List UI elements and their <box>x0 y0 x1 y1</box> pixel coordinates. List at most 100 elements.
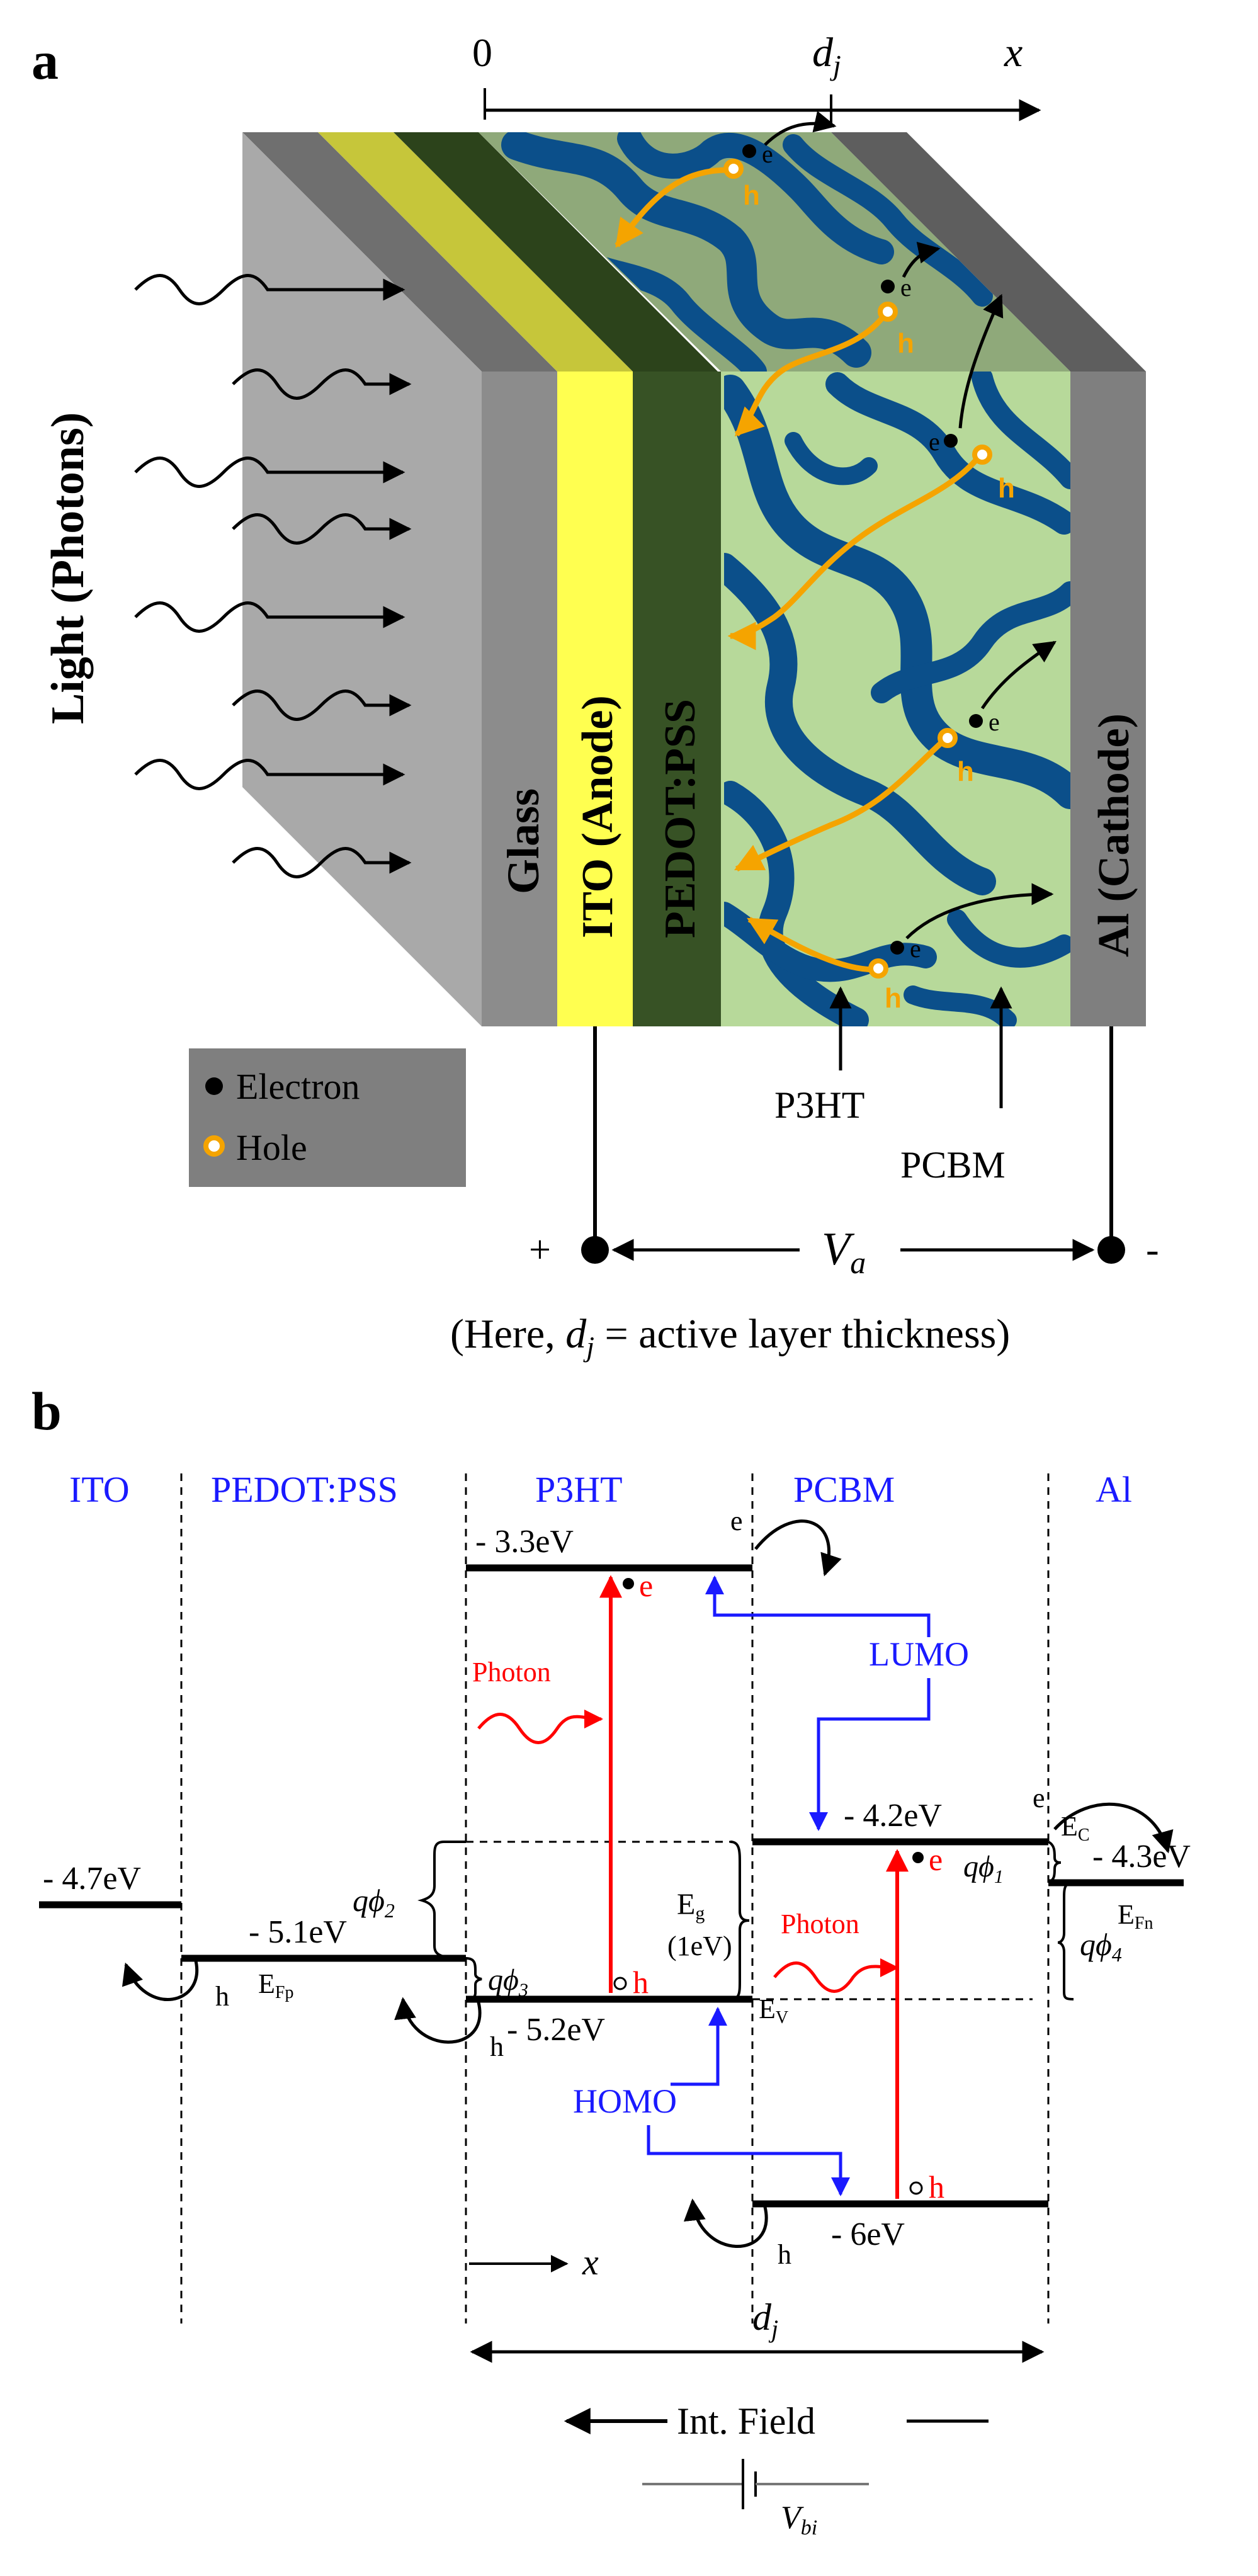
electron-path-2 <box>902 242 941 278</box>
electron-label-1: e <box>762 140 773 168</box>
pcbm-hole-label: h <box>929 2169 944 2204</box>
legend-electron-label: Electron <box>236 1066 360 1107</box>
carrier-legend: Electron Hole <box>189 1048 466 1187</box>
region-dividers <box>180 1473 1050 2324</box>
pedot-layer <box>633 372 721 1026</box>
homo-arrow-pcbm <box>647 2125 850 2196</box>
qphi2-brace <box>417 1841 467 1960</box>
carrier-pair-3: h e <box>727 293 1015 650</box>
panel-b-label: b <box>31 1381 62 1441</box>
region-label-pedot: PEDOT:PSS <box>211 1469 398 1510</box>
hole-label-2: h <box>897 328 914 359</box>
transfer-h-label-1: h <box>215 1981 229 2012</box>
p3ht-hole-dot <box>613 1977 627 1990</box>
region-label-ito: ITO <box>69 1469 130 1510</box>
p3ht-electron-dot <box>623 1578 634 1589</box>
photon-arrow-6 <box>232 689 412 721</box>
region-label-pcbm: PCBM <box>793 1469 895 1510</box>
electron-label-4: e <box>989 708 1000 736</box>
x-axis: 0 dj x <box>472 30 1041 126</box>
qphi4-label: qϕ4 <box>1080 1927 1122 1966</box>
electron-path-1 <box>764 111 837 146</box>
panel-a: a 0 dj x <box>31 30 1159 1363</box>
vbi-label: Vbi <box>781 2500 817 2539</box>
pcbm-pointer-label: PCBM <box>900 1144 1006 1186</box>
photon-p3ht: Photon e h <box>472 1568 653 2000</box>
pcbm-hole-dot <box>909 2181 923 2195</box>
photon-arrow-2 <box>232 368 412 400</box>
hole-2 <box>878 302 898 322</box>
eg-label: Eg <box>677 1888 705 1924</box>
minus-sign: - <box>1146 1228 1159 1271</box>
panel-a-label: a <box>31 30 59 91</box>
qphi2-label: qϕ2 <box>353 1883 395 1922</box>
electron-transfer-p3ht-pcbm <box>754 1519 842 1577</box>
electron-transfer-arrows <box>754 1519 1174 1854</box>
region-label-al: Al <box>1096 1469 1132 1510</box>
electron-path-4 <box>980 640 1057 710</box>
photon-arrow-4 <box>232 513 412 545</box>
hole-transfer-pcbm-p3ht <box>683 2198 768 2248</box>
pedot-label: PEDOT:PSS <box>656 699 705 938</box>
transfer-h-label-3: h <box>778 2239 791 2270</box>
eg-brace <box>730 1841 750 2000</box>
homo-arrow-p3ht <box>671 2007 727 2086</box>
hole-1 <box>723 159 744 179</box>
hole-label-4: h <box>957 756 974 787</box>
pedot-level-label: - 5.1eV <box>249 1914 347 1950</box>
pcbm-electron-label: e <box>929 1842 943 1877</box>
glass-label: Glass <box>498 788 548 894</box>
electron-label-2: e <box>900 273 912 302</box>
photon-arrow-8 <box>232 847 412 878</box>
photon-pcbm: Photon e h <box>773 1842 944 2204</box>
carrier-pair-5: h e <box>747 883 1054 1014</box>
al-level-label: - 4.3eV <box>1092 1839 1191 1875</box>
electron-path-5 <box>905 883 1054 939</box>
al-label: Al (Cathode) <box>1090 713 1138 957</box>
charge-carriers: h e h e h e <box>615 111 1057 1014</box>
electron-4 <box>969 714 983 728</box>
hole-3 <box>972 445 992 465</box>
hole-transfer-p3ht-pedot <box>394 1997 482 2044</box>
transfer-e-label-1: e <box>730 1506 743 1536</box>
region-label-p3ht: P3HT <box>535 1469 623 1510</box>
p3ht-lumo-label: - 3.3eV <box>475 1524 574 1560</box>
lumo-callout: LUMO <box>705 1575 969 1831</box>
axis-origin-label: 0 <box>472 30 492 75</box>
p3ht-electron-label: e <box>639 1568 653 1603</box>
plus-sign: + <box>529 1228 551 1271</box>
ito-layer <box>557 372 633 1026</box>
qphi1-brace <box>1047 1841 1062 1884</box>
photon-label-pcbm: Photon <box>781 1909 859 1939</box>
glass-top-face <box>242 132 557 372</box>
hole-path-3 <box>727 455 982 650</box>
efn-label: EFn <box>1118 1899 1153 1933</box>
electron-3 <box>944 434 958 448</box>
p3ht-homo-label: - 5.2eV <box>507 2012 605 2048</box>
carrier-pair-1: h e <box>615 111 837 248</box>
hole-path-4 <box>734 737 947 872</box>
photon-wave-p3ht <box>477 1709 603 1744</box>
axis-x-label: x <box>1004 30 1023 76</box>
legend-hole-icon <box>203 1135 225 1157</box>
hole-5 <box>868 958 888 979</box>
legend-electron-icon <box>205 1077 223 1095</box>
hole-label-3: h <box>998 473 1015 504</box>
thickness-note: (Here, dj = active layer thickness) <box>450 1311 1010 1363</box>
lumo-arrow-p3ht <box>705 1575 931 1637</box>
hole-path-1 <box>615 167 728 248</box>
qphi1-label: qϕ1 <box>963 1850 1004 1887</box>
electron-label-5: e <box>910 934 921 963</box>
eg-value: (1eV) <box>667 1931 732 1961</box>
photon-arrow-7 <box>134 759 405 790</box>
p3ht-hole-label: h <box>633 1965 649 2000</box>
pcbm-homo-label: - 6eV <box>831 2216 905 2252</box>
pcbm-lumo-label: - 4.2eV <box>844 1798 942 1834</box>
hole-label-1: h <box>743 180 760 211</box>
int-field-label: Int. Field <box>677 2400 815 2442</box>
photon-arrow-1 <box>134 274 405 305</box>
electron-1 <box>742 144 756 158</box>
circuit: + - Va <box>529 1026 1159 1280</box>
photon-arrow-5 <box>134 601 405 633</box>
